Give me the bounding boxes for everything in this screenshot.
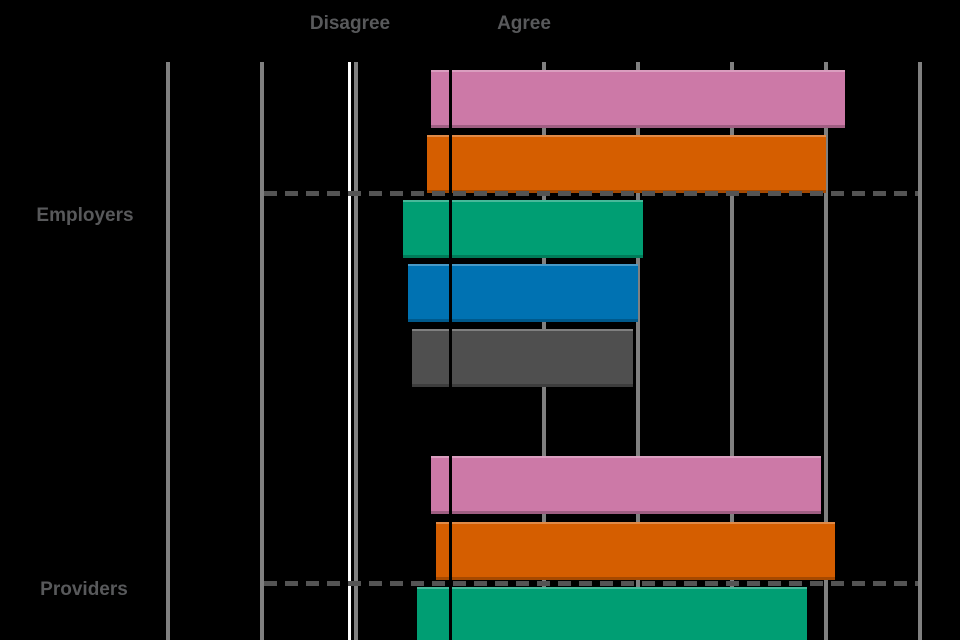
gridline	[636, 62, 640, 640]
group-label-employers: Employers	[36, 205, 134, 226]
bar-employers-orange	[426, 134, 826, 193]
group-label-providers: Providers	[40, 579, 128, 600]
dashed-separator	[264, 580, 918, 586]
zero-axis-line	[448, 62, 452, 640]
bar-employers-blue	[407, 264, 638, 323]
bar-providers-green	[417, 587, 808, 640]
gridline	[354, 62, 358, 640]
axis-label-agree: Agree	[497, 13, 551, 34]
gridline	[730, 62, 734, 640]
bar-employers-dark-gray	[412, 329, 634, 388]
gridline	[824, 62, 828, 640]
bar-providers-pink	[431, 456, 822, 514]
axis-label-disagree: Disagree	[309, 13, 391, 34]
bar-employers-green	[403, 199, 643, 258]
bar-providers-orange	[435, 521, 836, 580]
gridline	[260, 62, 264, 640]
gridline	[166, 62, 170, 640]
dashed-separator	[264, 191, 918, 196]
highlight-gridline	[348, 62, 351, 640]
bar-employers-pink	[431, 70, 845, 128]
gridline	[918, 62, 922, 640]
